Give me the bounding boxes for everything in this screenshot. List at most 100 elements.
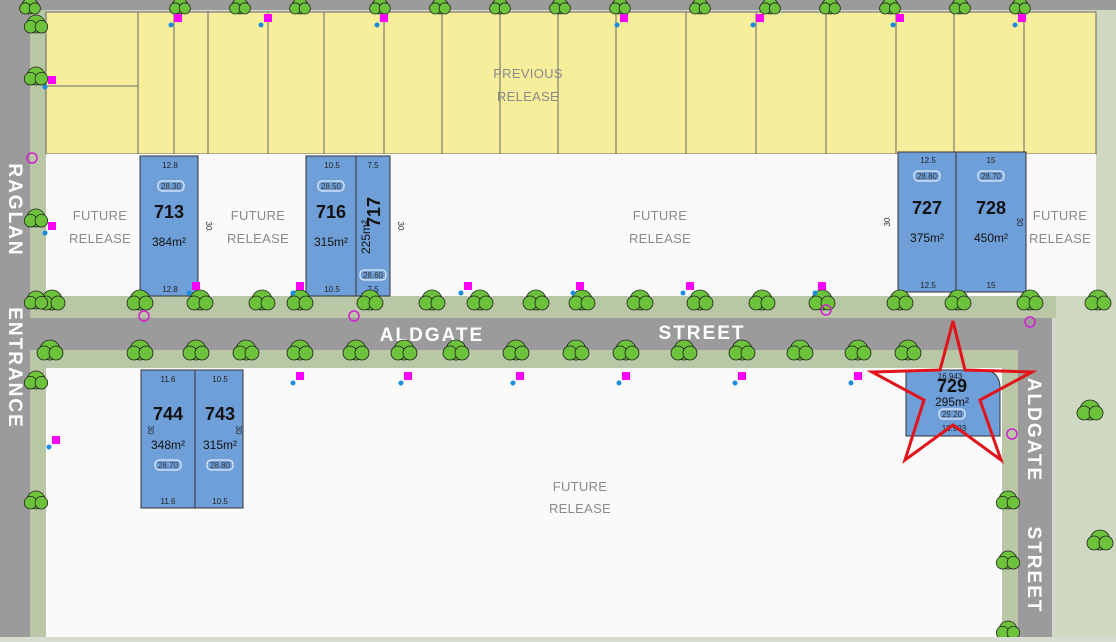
tree-icon [728,339,756,361]
tree-icon [568,289,596,311]
lot-744-front: 11.6 [161,375,177,384]
lot-743-depth: 30 [234,426,243,435]
lot-743-front: 10.5 [212,375,228,384]
tree-icon [23,370,49,390]
tree-icon [886,289,914,311]
previous-release-label-2: RELEASE [497,89,559,104]
lot-728-rear: 15 [987,281,996,290]
tree-icon [169,0,191,15]
aldgate-street-vertical-label-word1: ALDGATE [1023,378,1044,482]
future-release-label-c1: FUTURE [633,208,688,223]
water-marker-icon [510,372,524,386]
lot-727-rear: 12.5 [920,281,936,290]
tree-icon [23,490,49,510]
future-release-label-c2: RELEASE [629,231,691,246]
lot-744-rear: 11.6 [161,497,177,506]
lot-744[interactable]: 11.6 744 348m² 28.70 11.6 30 [140,369,196,509]
future-release-label-a2: RELEASE [69,231,131,246]
tree-icon [19,0,41,15]
lot-717[interactable]: 7.5 717 225m² 28.60 7.5 30 [355,155,405,297]
lot-717-level: 28.60 [363,271,384,280]
future-release-label-b1: FUTURE [231,208,286,223]
lot-717-area: 225m² [359,220,373,254]
tree-icon [369,0,391,15]
raglan-entrance-label-word1: RAGLAN [4,163,25,256]
water-marker-icon [258,14,272,28]
lot-713-rear: 12.8 [162,285,178,294]
lot-713-area: 384m² [152,235,186,249]
previous-release-block: PREVIOUS RELEASE [45,11,1097,155]
tree-icon [995,620,1021,640]
tree-icon [489,0,511,15]
tree-icon [879,0,901,15]
water-marker-icon [168,14,182,28]
tree-icon [1009,0,1031,15]
water-marker-icon [46,436,60,450]
hydrant-icon [820,304,832,316]
lot-716-area: 315m² [314,235,348,249]
lot-717-rear: 7.5 [367,285,379,294]
street-markers [26,14,1036,450]
street-trees [19,0,1114,640]
water-marker-icon [732,372,746,386]
water-marker-icon [42,76,56,90]
hydrant-icon [1024,316,1036,328]
lot-717-depth: 30 [396,222,405,231]
tree-icon [944,289,972,311]
previous-release-area [45,11,1097,155]
tree-icon [686,289,714,311]
lot-743-rear: 10.5 [212,497,228,506]
lot-744-number: 744 [153,404,183,424]
tree-icon [229,0,251,15]
tree-icon [286,339,314,361]
lot-729-area: 295m² [935,395,969,409]
future-release-label-e2: RELEASE [549,501,611,516]
lot-716[interactable]: 10.5 28.50 716 315m² 10.5 [305,155,357,297]
tree-icon [1016,289,1044,311]
tree-icon [670,339,698,361]
tree-icon [390,339,418,361]
lot-728-depth: 30 [1015,218,1024,227]
water-marker-icon [680,282,694,296]
tree-icon [689,0,711,15]
lot-727-level: 28.80 [917,172,938,181]
street-labels: ALDGATE STREET RAGLAN ENTRANCE ALDGATE S… [4,163,1044,613]
tree-icon [522,289,550,311]
future-release-label-a1: FUTURE [73,208,128,223]
road-corner [1000,318,1052,360]
tree-icon [182,339,210,361]
water-marker-icon [570,282,584,296]
tree-icon [995,550,1021,570]
lot-743[interactable]: 10.5 743 315m² 28.80 10.5 30 [194,369,244,509]
tree-icon [23,14,49,34]
water-marker-icon [398,372,412,386]
tree-icon [23,208,49,228]
water-marker-icon [290,372,304,386]
lot-728[interactable]: 15 28.70 728 450m² 15 30 [955,151,1027,293]
lot-717-number: 717 [364,197,384,227]
lot-713-front: 12.8 [162,161,178,170]
lot-727-depth: 30 [883,217,892,226]
tree-icon [626,289,654,311]
water-marker-icon [890,14,904,28]
lot-727-number: 727 [912,198,942,218]
lot-729-number: 729 [937,376,967,396]
aldgate-street-label-word1: ALDGATE [380,325,484,346]
tree-icon [748,289,776,311]
lot-743-number: 743 [205,404,235,424]
lot-729[interactable]: 16.943 729 295m² 29.20 19.993 [905,369,1001,437]
water-marker-icon [1012,14,1026,28]
lot-713[interactable]: 12.8 28.30 713 384m² 12.8 30 [139,155,213,297]
tree-icon [418,289,446,311]
water-marker-icon [186,282,200,296]
previous-release-lot-lines [137,12,1025,154]
lot-727[interactable]: 12.5 28.80 727 375m² 12.5 30 [883,151,957,293]
raglan-entrance-label-word2: ENTRANCE [4,307,25,429]
tree-icon [502,339,530,361]
tree-icon [466,289,494,311]
lot-743-level-badge [206,459,234,471]
tree-icon [126,339,154,361]
verges [30,10,1056,637]
lot-743-area: 315m² [203,438,237,452]
